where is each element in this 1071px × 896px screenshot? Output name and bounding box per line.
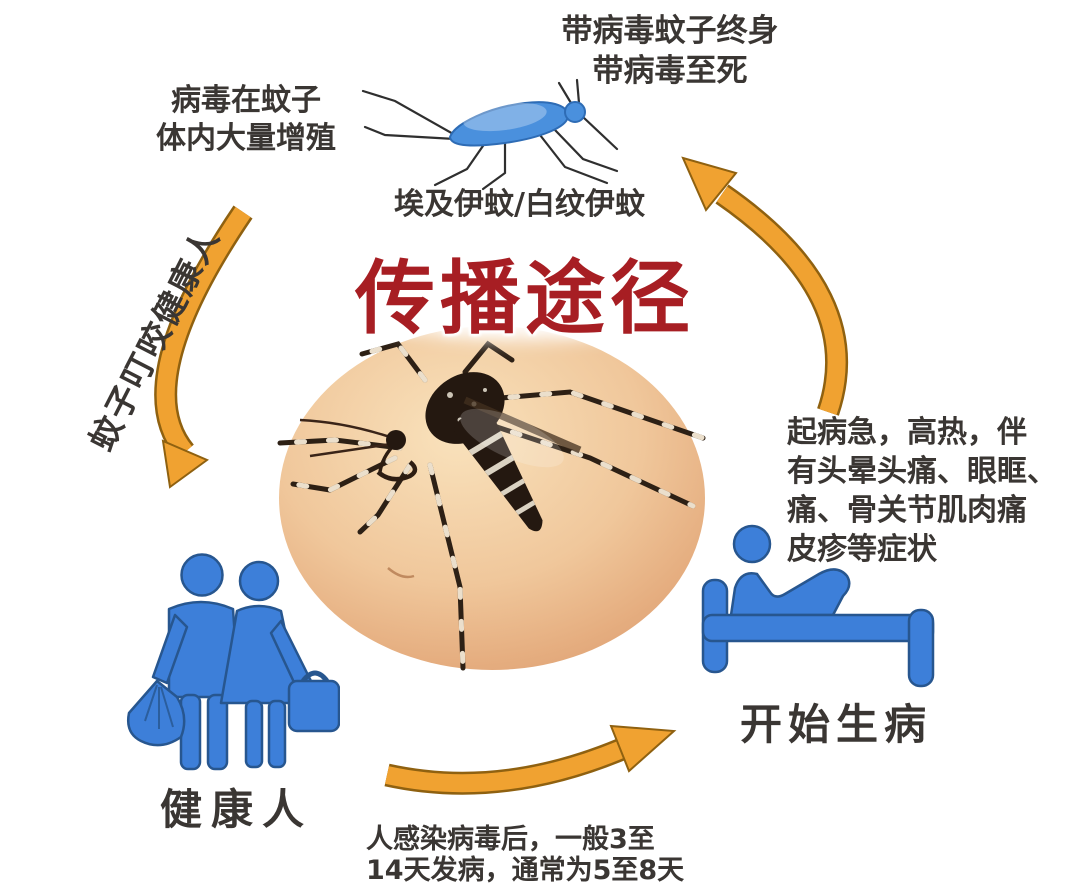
symptoms-line3: 痛、骨关节肌肉痛	[787, 493, 1027, 528]
biting-mosquito-photo	[277, 326, 706, 671]
incubation-line2: 14天发病，通常为5至8天	[366, 855, 685, 886]
virus-note-line2: 体内大量增殖	[156, 121, 336, 157]
virus-note: 病毒在蚊子 体内大量增殖	[138, 82, 354, 159]
page-title: 传播途径	[355, 252, 695, 345]
species-label: 埃及伊蚊/白纹伊蚊	[394, 187, 645, 222]
cycle-arrow-right	[681, 156, 849, 416]
symptoms-note: 起病急，高热，伴 有头晕头痛、眼眶、 痛、骨关节肌肉痛 皮疹等症状	[787, 413, 1057, 569]
incubation-line1: 人感染病毒后，一般3至	[366, 824, 655, 855]
mosquito-note: 带病毒蚊子终身 带病毒至死	[540, 12, 800, 91]
cycle-arrow-left	[154, 205, 253, 489]
mosquito-note-line2: 带病毒至死	[592, 52, 748, 89]
healthy-couple-icon	[127, 553, 340, 771]
symptoms-line1: 起病急，高热，伴	[787, 415, 1027, 450]
cycle-arrow-bottom	[384, 724, 677, 795]
incubation-note: 人感染病毒后，一般3至 14天发病，通常为5至8天	[366, 824, 684, 886]
healthy-label: 健康人	[160, 785, 314, 834]
symptoms-line2: 有头晕头痛、眼眶、	[787, 454, 1057, 489]
cartoon-mosquito-icon	[361, 78, 619, 191]
mosquito-note-line1: 带病毒蚊子终身	[561, 13, 779, 49]
person-in-bed-icon	[701, 524, 935, 688]
sick-label: 开始生病	[740, 700, 933, 749]
symptoms-line4: 皮疹等症状	[787, 532, 937, 567]
title-halo	[322, 228, 726, 340]
virus-note-line1: 病毒在蚊子	[171, 83, 321, 118]
